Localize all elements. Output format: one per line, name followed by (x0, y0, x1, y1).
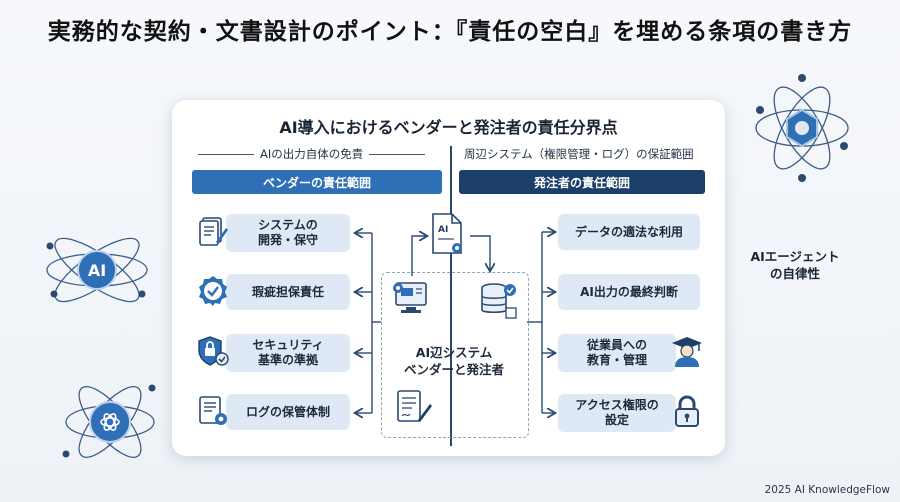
badge-check-icon (199, 276, 227, 306)
vendor-scope-banner: ベンダーの責任範囲 (192, 170, 442, 194)
right-item-final-judgement: AI出力の最終判断 (558, 274, 700, 310)
side-label-line2: の自律性 (769, 266, 820, 281)
ai-agent-autonomy-label: AIエージェント の自律性 (745, 248, 845, 282)
document-pen-icon (199, 217, 228, 246)
atom-orb-left-ai-icon: AI (46, 237, 148, 303)
right-item-line: 教育・管理 (586, 353, 647, 367)
flow-arrows (172, 100, 725, 456)
left-subtitle: AIの出力自体の免責 (192, 146, 431, 162)
right-item-access-rights: アクセス権限の設定 (558, 394, 676, 432)
center-label-line1: AI辺システム (415, 345, 493, 360)
card-title: AI導入におけるベンダーと発注者の責任分界点 (279, 118, 618, 137)
center-divider (450, 146, 452, 446)
responsibility-card: AI導入におけるベンダーと発注者の責任分界点 AIの出力自体の免責 周辺システム… (172, 100, 725, 456)
ai-document-icon: AI (432, 213, 462, 254)
monitor-settings-icon (393, 282, 427, 313)
client-scope-banner: 発注者の責任範囲 (459, 170, 705, 194)
left-item-log-storage: ログの保管体制 (226, 394, 350, 430)
footer-credit: 2025 AI KnowledgeFlow (764, 484, 890, 496)
shield-lock-icon (198, 336, 229, 366)
padlock-icon (675, 395, 699, 427)
center-shared-area (381, 272, 529, 438)
left-item-line: セキュリティ (252, 338, 324, 352)
page-title: 実務的な契約・文書設計のポイント：『責任の空白』を埋める条項の書き方 (47, 19, 853, 45)
graduate-icon (672, 337, 702, 367)
center-label: AI辺システム ベンダーと発注者 (386, 344, 522, 378)
right-subtitle: 周辺システム（権限管理・ログ）の保証範囲 (464, 147, 694, 161)
left-item-line: システムの (258, 218, 318, 232)
left-item-line: ログの保管体制 (245, 404, 330, 419)
side-label-line1: AIエージェント (750, 249, 840, 264)
atom-orb-top-right-icon (755, 74, 849, 182)
right-item-line: 設定 (604, 413, 629, 427)
contract-pen-icon (397, 390, 432, 422)
ai-doc-label: AI (438, 225, 448, 235)
left-item-line: 基準の準拠 (257, 353, 318, 367)
right-item-line: データの適法な利用 (574, 224, 683, 239)
right-item-line: 従業員への (586, 338, 647, 352)
right-item-line: アクセス権限の (575, 398, 659, 412)
right-item-data-use: データの適法な利用 (558, 214, 700, 250)
right-item-employee-training: 従業員への教育・管理 (558, 334, 676, 372)
atom-orb-bottom-left-icon (62, 384, 156, 458)
database-icon (481, 283, 517, 319)
left-item-development: システムの開発・保守 (226, 214, 350, 252)
left-item-security: セキュリティ基準の準拠 (226, 334, 350, 372)
center-label-line2: ベンダーと発注者 (403, 362, 504, 377)
left-item-line: 瑕疵担保責任 (251, 284, 324, 299)
left-item-line: 開発・保守 (257, 233, 318, 247)
left-subtitle-text: AIの出力自体の免責 (260, 147, 364, 161)
document-gear-icon (199, 396, 227, 425)
right-item-line: AI出力の最終判断 (580, 284, 678, 299)
left-item-warranty: 瑕疵担保責任 (226, 274, 350, 310)
orb-ai-label: AI (88, 261, 106, 280)
